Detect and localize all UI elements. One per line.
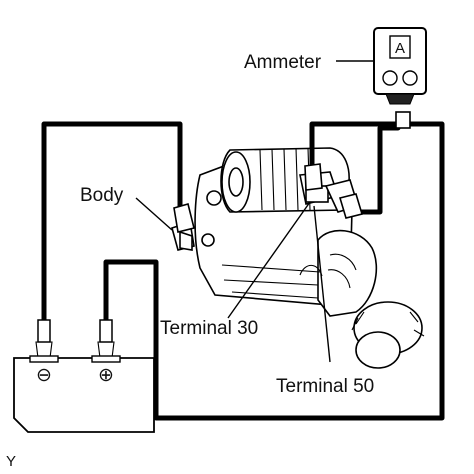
terminal-30-label: Terminal 30 [160, 318, 258, 339]
corner-mark: Y [6, 453, 16, 470]
ammeter-face-label: A [395, 40, 405, 57]
ammeter-label: Ammeter [244, 52, 322, 73]
battery: ⊖ ⊕ [13, 355, 155, 433]
ammeter: A [373, 27, 427, 129]
battery-positive-symbol: ⊕ [98, 365, 114, 386]
body-label: Body [80, 185, 124, 206]
ammeter-terminal-50-wire [355, 125, 401, 215]
battery-negative-symbol: ⊖ [36, 365, 52, 386]
ammeter-to-terminal-wire [309, 121, 401, 181]
positive-wire [103, 121, 445, 421]
leader-lines [135, 60, 374, 363]
terminal-50-label: Terminal 50 [276, 376, 374, 397]
ground-wire [41, 121, 183, 333]
